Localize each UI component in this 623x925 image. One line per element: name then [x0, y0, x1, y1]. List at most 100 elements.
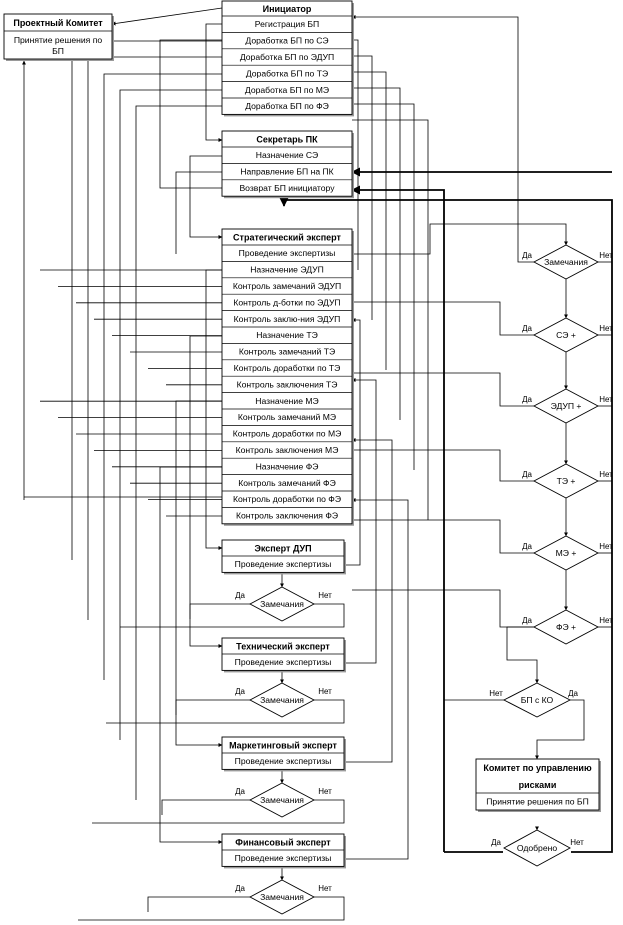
decision-label: ФЭ + [556, 622, 576, 632]
no-label: Нет [599, 395, 613, 404]
yes-label: Да [235, 787, 245, 796]
decision-se: СЭ + [533, 317, 599, 353]
connector-line [351, 15, 534, 263]
lane-row: Контроль д-ботки по ЭДУП [233, 297, 340, 307]
connector-line [87, 56, 222, 620]
no-label: Нет [318, 884, 332, 893]
connector-line [175, 400, 223, 747]
connector-line [352, 87, 401, 420]
decision-label: ТЭ + [557, 476, 576, 486]
no-label: Нет [570, 838, 584, 847]
decision-label: Замечания [260, 599, 304, 609]
lane-row: Контроль доработки по ТЭ [234, 363, 341, 373]
yes-label: Да [235, 884, 245, 893]
yes-label: Да [522, 251, 532, 260]
decision-approved: Одобрено [503, 829, 571, 867]
no-label: Нет [318, 687, 332, 696]
yes-label: Да [522, 470, 532, 479]
connector-line [444, 199, 613, 853]
connector-line [92, 799, 345, 824]
connector-line [189, 335, 223, 648]
decision-te: ТЭ + [533, 463, 599, 499]
diamond-shape [533, 535, 599, 571]
lane-frame [3, 13, 113, 60]
connector-line [175, 699, 250, 715]
lane-row: Контроль доработки по ФЭ [233, 494, 341, 504]
lane-title: Стратегический эксперт [233, 232, 341, 242]
lane-row: Проведение экспертизы [239, 248, 336, 258]
lane-row: Контроль доработки по МЭ [233, 429, 342, 439]
lane-row: Контроль замечаний ТЭ [239, 347, 335, 357]
lane-row: Проведение экспертизы [235, 559, 332, 569]
lane-row: Назначение ФЭ [256, 461, 319, 471]
connector-line [506, 626, 539, 684]
lane-frame [221, 0, 353, 115]
connector-line [159, 466, 223, 844]
connector-line [352, 449, 534, 482]
lane-title: рисками [519, 780, 557, 790]
decision-remarks-se: Замечания [533, 244, 599, 280]
connector-line [78, 896, 345, 921]
decision-label: МЭ + [556, 548, 577, 558]
connector-lines [22, 7, 613, 921]
lane-row: Возврат БП инициатору [239, 183, 335, 193]
decision-me: МЭ + [533, 535, 599, 571]
diamond-shape [249, 782, 315, 818]
connector-line [352, 372, 534, 407]
lane-row: Проведение экспертизы [235, 756, 332, 766]
connector-line [205, 269, 223, 550]
connector-line [135, 105, 222, 800]
connector-line [352, 103, 415, 470]
decision-label: Замечания [260, 892, 304, 902]
yes-label: Да [522, 324, 532, 333]
decision-label: Замечания [260, 695, 304, 705]
lane-row: Контроль заклю-ния ЭДУП [234, 314, 341, 324]
connector-line [351, 185, 445, 852]
lane-title: Инициатор [263, 4, 312, 14]
diamond-shape [503, 682, 571, 718]
connector-line [344, 378, 377, 664]
connector-line [103, 73, 222, 680]
connector-line [111, 7, 223, 26]
lane-frame [475, 758, 600, 811]
lane-row: Принятие решения по БП [486, 797, 589, 807]
decision-label: Замечания [544, 257, 588, 267]
diamond-shape [533, 463, 599, 499]
connector-line [344, 318, 361, 566]
lane-row: Доработка БП по СЭ [245, 36, 328, 46]
lane-title: Комитет по управлению [483, 763, 592, 773]
lane-title: Эксперт ДУП [254, 543, 311, 553]
no-label: Нет [599, 542, 613, 551]
no-label: Нет [489, 689, 503, 698]
decision-label: ЭДУП + [551, 401, 582, 411]
decision-remarks-marketing: Замечания [249, 782, 315, 818]
lane-row: Назначение ТЭ [256, 330, 318, 340]
decision-remarks-tech: Замечания [249, 682, 315, 718]
decision-ko: БП с КО [503, 682, 571, 718]
connector-line [535, 699, 585, 760]
lane-row: Контроль заключения ФЭ [236, 511, 338, 521]
lane-row: Назначение МЭ [255, 396, 318, 406]
lane-row: Контроль замечаний МЭ [238, 412, 336, 422]
connector-line [352, 301, 534, 336]
lane-title: Проектный Комитет [13, 18, 103, 28]
yes-label: Да [568, 689, 578, 698]
no-label: Нет [318, 591, 332, 600]
diamond-shape [249, 586, 315, 622]
decision-remarks-finance: Замечания [249, 879, 315, 915]
decision-edup: ЭДУП + [533, 388, 599, 424]
diamond-shape [533, 609, 599, 645]
lane-title: Технический эксперт [236, 641, 330, 651]
lane-row: БП [52, 46, 64, 56]
decision-label: Одобрено [517, 843, 558, 853]
diamond-shape [249, 682, 315, 718]
diamond-shape [533, 317, 599, 353]
